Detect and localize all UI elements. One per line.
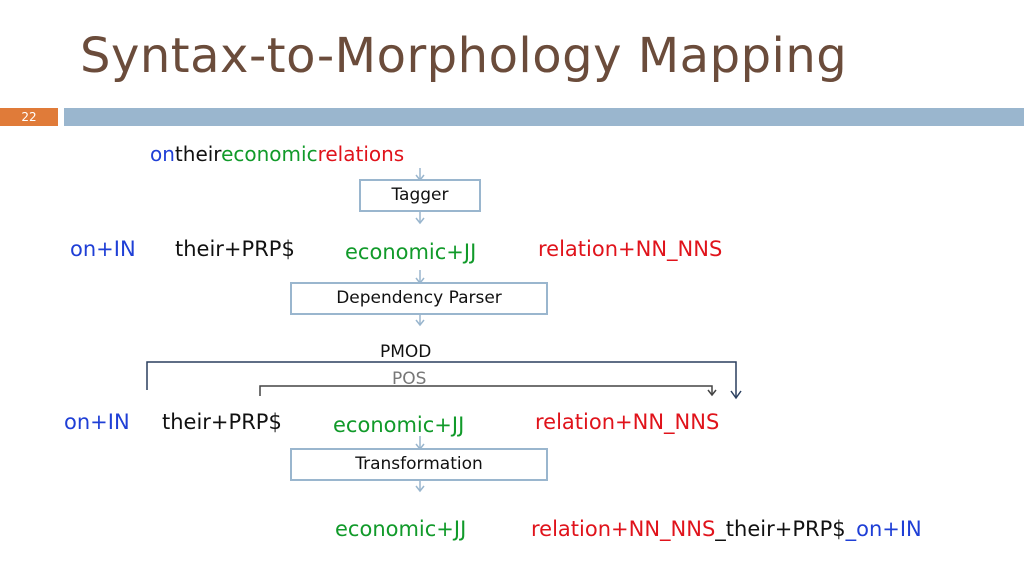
title-divider-bar <box>64 108 1024 126</box>
parsed-word-economic: economic+JJ <box>333 413 465 437</box>
tagger-box: Tagger <box>359 179 481 212</box>
pos-arc-head <box>707 389 717 397</box>
input-word-relations: relations <box>317 142 405 166</box>
parsed-word-on: on+IN <box>64 410 130 434</box>
parsed-word-their: their+PRP$ <box>162 410 282 434</box>
input-word-economic: economic <box>221 142 318 166</box>
pmod-label: PMOD <box>380 342 432 362</box>
dependency-parser-box: Dependency Parser <box>290 282 548 315</box>
page-number: 22 <box>0 108 58 126</box>
pos-label: POS <box>392 369 427 389</box>
slide-title: Syntax-to-Morphology Mapping <box>80 28 848 84</box>
output-separator-2: _ <box>845 517 857 541</box>
pmod-arc <box>146 361 737 398</box>
tagged-word-on: on+IN <box>70 237 136 261</box>
arrow-from-tagger-head <box>415 217 425 225</box>
arrow-from-parser-head <box>415 319 425 327</box>
output-word-economic: economic+JJ <box>335 517 467 541</box>
parsed-word-relation: relation+NN_NNS <box>535 410 720 434</box>
output-merged-word: relation+NN_NNS_their+PRP$_on+IN <box>531 517 922 541</box>
arrow-from-transform-head <box>415 485 425 493</box>
output-separator-1: _ <box>715 517 726 541</box>
pmod-arc-head <box>730 390 742 400</box>
pos-arc <box>259 385 713 396</box>
transformation-box: Transformation <box>290 448 548 481</box>
input-sentence: ontheireconomicrelations <box>150 142 404 166</box>
tagged-word-relation: relation+NN_NNS <box>538 237 723 261</box>
output-word-on: on+IN <box>856 517 922 541</box>
output-word-relation: relation+NN_NNS <box>531 517 716 541</box>
output-word-their: their+PRP$ <box>725 517 846 541</box>
input-word-their: their <box>174 142 222 166</box>
tagged-word-their: their+PRP$ <box>175 237 295 261</box>
tagged-word-economic: economic+JJ <box>345 240 477 264</box>
input-word-on: on <box>150 142 175 166</box>
